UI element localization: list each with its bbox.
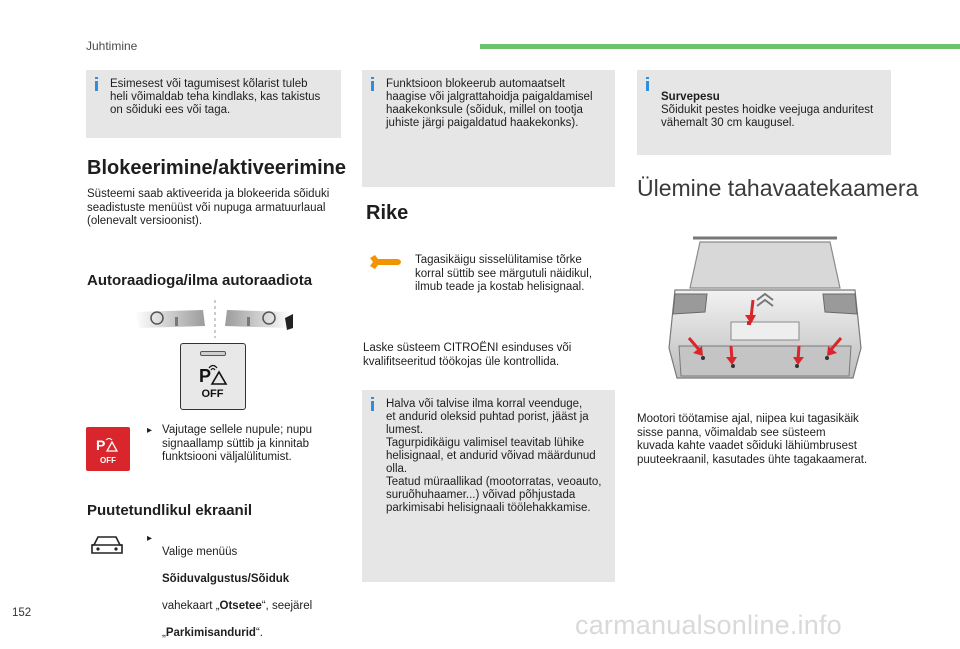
car-settings-icon: [91, 536, 123, 554]
svg-text:P: P: [199, 366, 211, 386]
red-icon-label: OFF: [100, 456, 116, 465]
button-label: OFF: [201, 388, 224, 400]
indicator-lamp: [200, 351, 226, 356]
info-icon: [371, 77, 374, 91]
note-text: Esimesest või tagumisest kõlarist tuleb …: [110, 78, 321, 116]
svg-text:P: P: [96, 437, 105, 453]
section-bar: [480, 44, 960, 49]
camera-heading: Ülemine tahavaatekaamera: [637, 175, 919, 201]
wrench-warning-icon: [370, 255, 401, 269]
note-text: Halva või talvise ilma korral veenduge, …: [386, 398, 602, 514]
info-note-pressure-wash: Survepesu Sõidukit pestes hoidke veejuga…: [637, 70, 891, 155]
info-icon: [95, 77, 98, 91]
menu-name: Sõiduvalgustus/Sõiduk: [162, 572, 290, 585]
note-text: Funktsioon blokeerub automaatselt haagis…: [386, 78, 593, 129]
subheading-radio: Autoraadioga/ilma autoraadiota: [87, 272, 313, 289]
park-assist-off-button[interactable]: P OFF: [180, 343, 246, 410]
fault-heading: Rike: [366, 202, 409, 224]
subheading-touchscreen: Puutetundlikul ekraanil: [87, 502, 253, 519]
page-number: 152: [12, 607, 32, 619]
camera-text: Mootori töötamise ajal, niipea kui tagas…: [637, 413, 868, 466]
page-title: Blokeerimine/aktiveerimine: [87, 157, 347, 179]
step-radio: Vajutage sellele nupule; nupu signaallam…: [162, 424, 313, 463]
watermark: carmanualsonline.info: [575, 610, 842, 640]
section-label: Juhtimine: [86, 39, 138, 53]
note-title: Survepesu: [661, 91, 720, 103]
note-text: Sõidukit pestes hoidke veejuga andurites…: [661, 104, 874, 129]
dashboard-mirror-illustration: [135, 300, 293, 338]
fault-text: Tagasikäigu sisselülitamise tõrke korral…: [415, 254, 593, 293]
info-note-weather: Halva või talvise ilma korral veenduge, …: [362, 390, 615, 582]
rear-car-sensors-illustration: [668, 236, 862, 379]
step-text: vahekaart „: [162, 599, 220, 612]
park-assist-off-red-icon: P OFF: [86, 427, 130, 471]
info-note-towbar: Funktsioon blokeerub automaatselt haagis…: [362, 70, 615, 187]
intro-paragraph: Süsteemi saab aktiveerida ja blokeerida …: [87, 188, 330, 227]
dealer-check-text: Laske süsteem CITROËNI esinduses või kva…: [363, 342, 572, 368]
park-assist-off-button-icon: P: [199, 364, 228, 386]
info-note-speakers: Esimesest või tagumisest kõlarist tuleb …: [86, 70, 341, 138]
step-text: Valige menüüs: [162, 545, 238, 558]
menu-item-name: Parkimisandurid: [165, 626, 256, 639]
step-touchscreen: Valige menüüs Sõiduvalgustus/Sõiduk vahe…: [162, 532, 312, 649]
bullet-marker: ▸: [147, 425, 153, 436]
note-content: Survepesu Sõidukit pestes hoidke veejuga…: [661, 78, 873, 143]
info-icon: [646, 77, 649, 91]
step-text: “.: [255, 626, 263, 639]
step-text: „: [162, 626, 166, 639]
bullet-marker: ▸: [147, 533, 153, 544]
tab-name: Otsetee: [219, 599, 262, 612]
info-icon: [371, 397, 374, 411]
step-text: “, seejärel: [261, 599, 313, 612]
